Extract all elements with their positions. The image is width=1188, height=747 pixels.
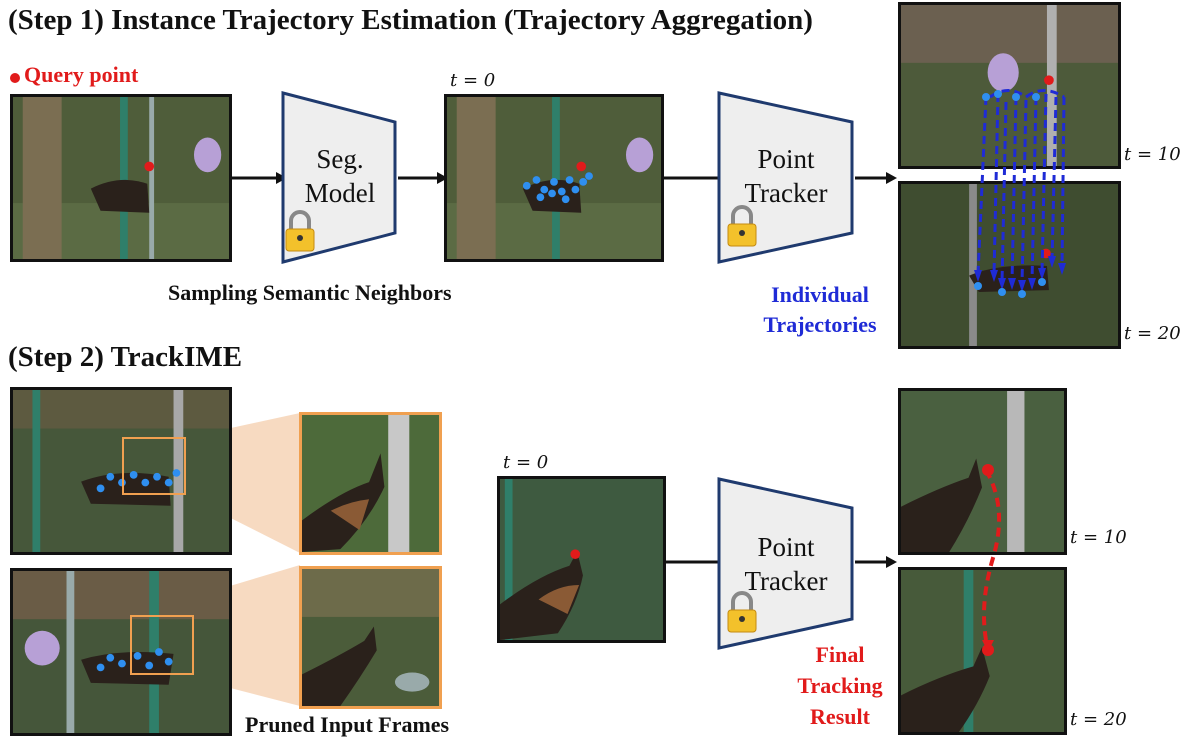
- individual-trajectories-caption: Individual Trajectories: [750, 280, 890, 340]
- seg-model-block: Seg. Model: [281, 91, 397, 264]
- arrow-right-icon: [855, 556, 897, 568]
- point-tracker-block-step1: Point Tracker: [717, 91, 854, 264]
- step2-t0-label: t = 0: [503, 452, 549, 473]
- query-frame-image: [10, 94, 232, 262]
- step1-t0-label: t = 0: [450, 70, 496, 91]
- step2-heading: (Step 2) TrackIME: [8, 341, 243, 373]
- crop-box-1: [122, 437, 186, 495]
- point-tracker-block-step2: Point Tracker: [717, 477, 854, 650]
- arrow-right-icon: [664, 176, 722, 180]
- step1-heading: (Step 1) Instance Trajectory Estimation …: [8, 4, 813, 36]
- pruned-input-frames-caption: Pruned Input Frames: [245, 712, 450, 737]
- tracker2-line2: Tracker: [745, 566, 828, 596]
- lock-icon: [727, 205, 757, 247]
- sampling-semantic-neighbors-caption: Sampling Semantic Neighbors: [168, 280, 452, 305]
- query-point-legend: Query point: [10, 62, 138, 88]
- final-result-line1: Final: [815, 642, 865, 667]
- step1-t20-label: t = 20: [1124, 323, 1181, 344]
- lock-icon: [285, 210, 315, 252]
- arrow-right-icon: [855, 172, 897, 184]
- trajectory-frame-t10: [898, 2, 1121, 169]
- pruned-frame-1-image: [299, 412, 442, 555]
- tracker2-line1: Point: [757, 532, 815, 562]
- final-result-line2: Tracking: [797, 673, 883, 698]
- individual-trajectories-line1: Individual: [771, 282, 869, 307]
- result-frame-t10: [898, 388, 1067, 555]
- step1-t10-label: t = 10: [1124, 144, 1181, 165]
- final-tracking-result-caption: Final Tracking Result: [775, 639, 905, 732]
- crop-box-2: [130, 615, 194, 675]
- pruned-frame-2-image: [299, 566, 442, 709]
- individual-trajectories-line2: Trajectories: [763, 312, 877, 337]
- tracker-line1: Point: [757, 144, 815, 174]
- seg-model-line2: Model: [305, 178, 376, 208]
- input-frame-2-image: [10, 568, 232, 736]
- step2-t20-label: t = 20: [1070, 709, 1127, 730]
- lock-icon: [727, 591, 757, 633]
- final-result-line3: Result: [810, 704, 870, 729]
- final-trajectory-overlay: [982, 464, 1002, 656]
- step2-query-frame-image: [497, 476, 666, 643]
- step2-t10-label: t = 10: [1070, 527, 1127, 548]
- arrow-right-icon: [666, 560, 722, 564]
- input-frame-1-image: [10, 387, 232, 555]
- query-point-dot-icon: [10, 73, 20, 84]
- tracker-line2: Tracker: [745, 178, 828, 208]
- arrow-right-icon: [232, 172, 287, 184]
- sampled-neighbors-frame-image: [444, 94, 664, 262]
- query-point-label: Query point: [24, 62, 139, 87]
- individual-trajectories-overlay: [974, 89, 1066, 298]
- arrow-right-icon: [398, 172, 448, 184]
- seg-model-line1: Seg.: [316, 144, 363, 174]
